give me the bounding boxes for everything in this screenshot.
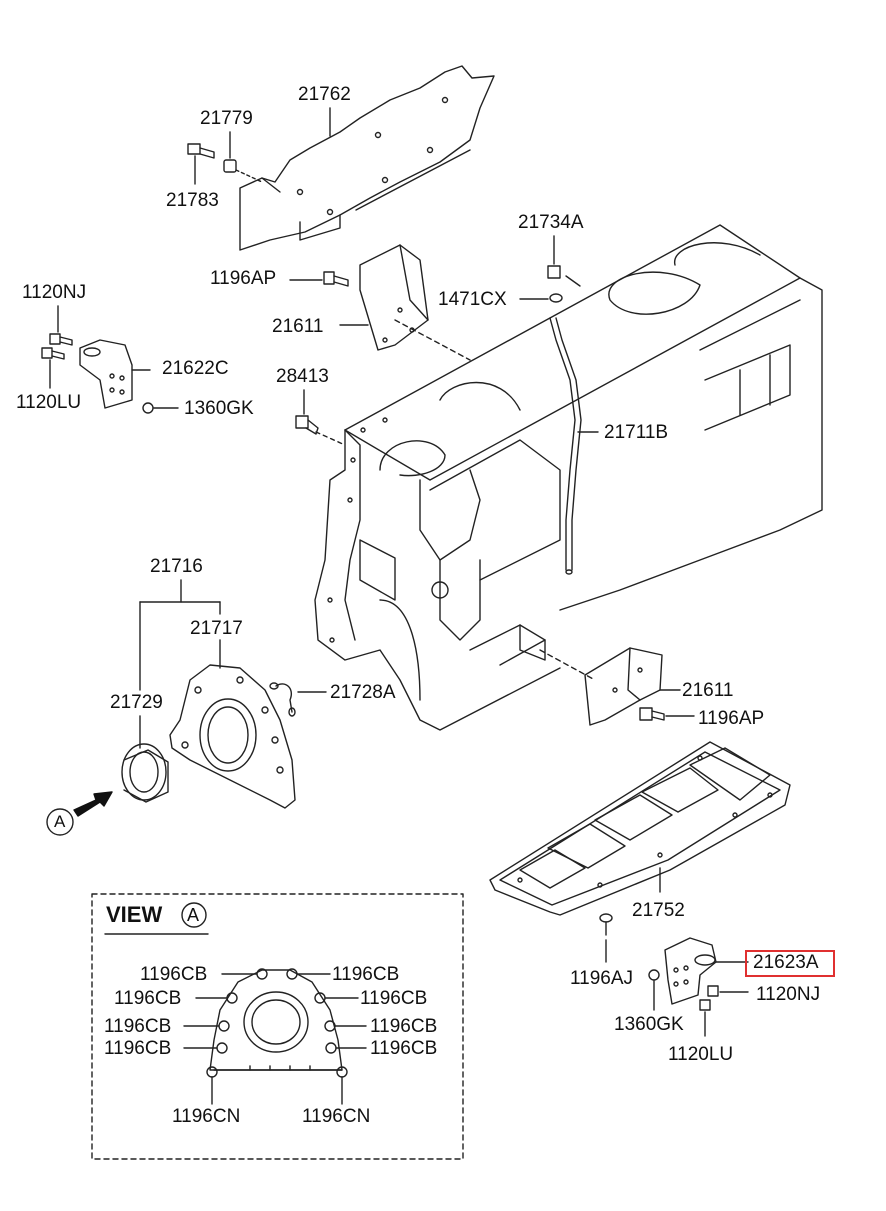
label-1196CN-right[interactable]: 1196CN (302, 1106, 371, 1127)
callout-a: A (54, 812, 66, 831)
bolt-21734A (547, 235, 581, 287)
bolt-1120NJ-left (49, 305, 73, 346)
label-21734A[interactable]: 21734A (518, 212, 584, 233)
label-1196CB-4-left[interactable]: 1196CB (104, 1038, 172, 1059)
label-21623A[interactable]: 21623A (753, 952, 819, 973)
oil-seal-21729 (121, 715, 169, 803)
bolt-1196AP-top (289, 271, 349, 287)
label-1196CB-3-left[interactable]: 1196CB (104, 1016, 172, 1037)
label-21752[interactable]: 21752 (632, 900, 685, 921)
label-1196CB-4-right[interactable]: 1196CB (370, 1038, 438, 1059)
label-21717[interactable]: 21717 (190, 618, 243, 639)
view-title: VIEW (106, 902, 163, 927)
label-1196CB-top-left[interactable]: 1196CB (140, 964, 208, 985)
label-21729[interactable]: 21729 (110, 692, 163, 713)
label-1360GK-left[interactable]: 1360GK (184, 398, 254, 419)
label-21783[interactable]: 21783 (166, 190, 219, 211)
bolt-1120NJ-right (707, 985, 749, 997)
bolt-1120LU-left (41, 347, 65, 389)
bracket-21611-bottom (539, 647, 681, 726)
engine-block (314, 224, 823, 731)
bracket-21623A (664, 937, 749, 1005)
label-21728A[interactable]: 21728A (330, 682, 396, 703)
bracket-21611-top (339, 244, 471, 361)
label-1471CX[interactable]: 1471CX (438, 289, 507, 310)
label-1196AP-bottom[interactable]: 1196AP (698, 708, 765, 729)
label-21622C[interactable]: 21622C (162, 358, 229, 379)
label-1360GK-right[interactable]: 1360GK (614, 1014, 684, 1035)
view-marker: A (187, 905, 200, 925)
label-21779[interactable]: 21779 (200, 108, 253, 129)
ladder-frame-21752 (489, 741, 791, 916)
label-21716[interactable]: 21716 (150, 556, 203, 577)
label-21611-bottom[interactable]: 21611 (682, 680, 734, 701)
bolt-1120LU-right (699, 999, 711, 1037)
label-1120NJ-right[interactable]: 1120NJ (756, 984, 821, 1005)
label-21762[interactable]: 21762 (298, 84, 351, 105)
label-1120LU-left[interactable]: 1120LU (16, 392, 82, 413)
label-28413[interactable]: 28413 (276, 366, 329, 387)
label-1120NJ-left[interactable]: 1120NJ (22, 282, 87, 303)
label-1196CB-top-right[interactable]: 1196CB (332, 964, 400, 985)
label-1196CB-2-left[interactable]: 1196CB (114, 988, 182, 1009)
bolt-21783 (187, 143, 215, 185)
heat-shield-21762 (239, 65, 495, 251)
highlight-box-21623A (745, 950, 835, 977)
oring-1471CX (519, 293, 563, 303)
leader-21716 (139, 579, 221, 691)
plug-28413 (295, 389, 346, 446)
label-1196AP-top[interactable]: 1196AP (210, 268, 277, 289)
label-1196AJ[interactable]: 1196AJ (570, 968, 634, 989)
bolt-1196AP-bottom (639, 707, 695, 721)
label-1120LU-right[interactable]: 1120LU (668, 1044, 734, 1065)
label-1196CN-left[interactable]: 1196CN (172, 1106, 241, 1127)
view-retainer (183, 968, 367, 1105)
label-1196CB-3-right[interactable]: 1196CB (370, 1016, 438, 1037)
hose-21728A (269, 682, 327, 717)
bracket-21622C (79, 339, 151, 409)
oil-seal-retainer-21717 (169, 639, 296, 809)
label-21611-top[interactable]: 21611 (272, 316, 324, 337)
dipstick-tube-21711B (549, 317, 599, 575)
nut-1360GK-left (142, 402, 179, 414)
sleeve-21779 (223, 131, 263, 183)
label-21711B[interactable]: 21711B (604, 422, 669, 443)
label-1196CB-2-right[interactable]: 1196CB (360, 988, 428, 1009)
view-a-marker-circle (181, 902, 207, 928)
nut-1360GK-right (648, 969, 660, 1011)
bolt-1196AJ (599, 913, 613, 963)
view-arrow (46, 791, 113, 836)
view-a-frame (91, 893, 464, 1160)
